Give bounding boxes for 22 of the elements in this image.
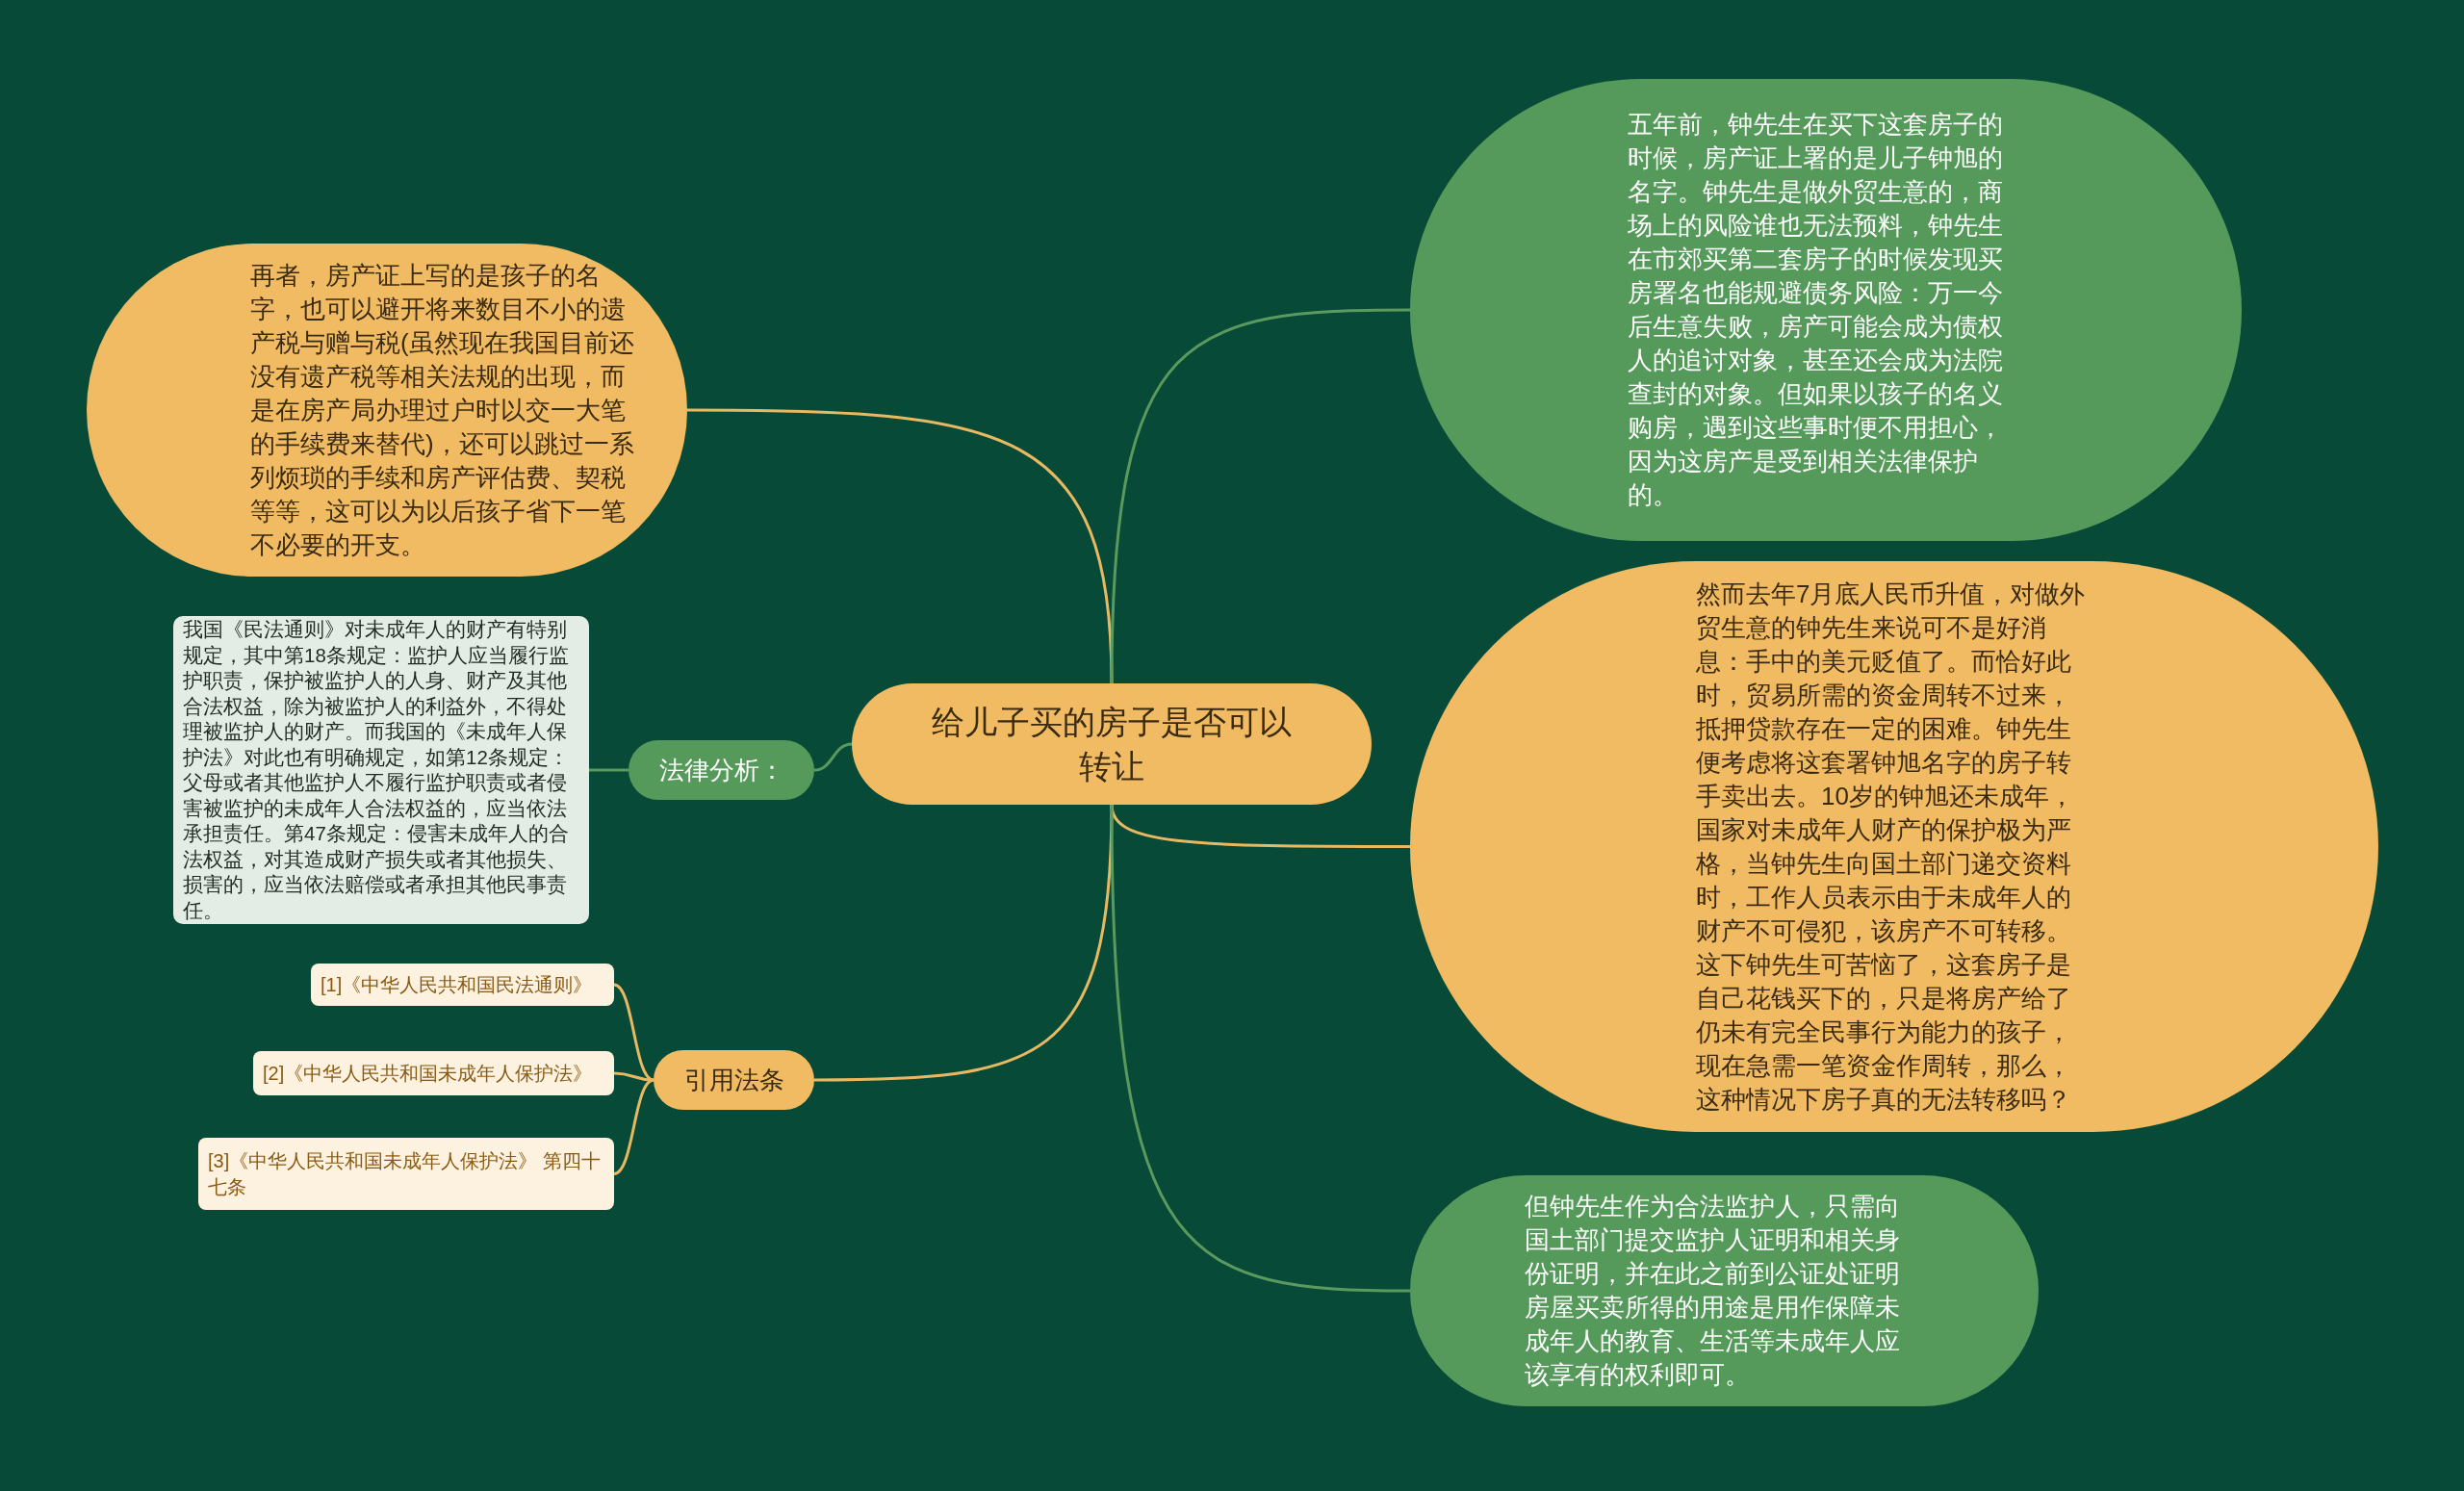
node-text: 引用法条 xyxy=(683,1065,784,1096)
node-text: [3]《中华人民共和国未成年人保护法》 第四十七条 xyxy=(208,1148,602,1199)
connector xyxy=(589,768,629,772)
reference-card xyxy=(311,964,614,1006)
node-text: 再者，房产证上写的是孩子的名字，也可以避开将来数目不小的遗产税与赠与税(虽然现在我国目前还没有遗产税等相关法规的出现，而是在房产局办理过户时以交一大笔的手续费来替代)，还可以跳过一系列烦琐的手续和房产评估费、契税等等，这可以为以后孩子省下一笔不必要的开支。 xyxy=(250,259,635,561)
node-text: 然而去年7月底人民币升值，对做外贸生意的钟先生来说可不是好消息：手中的美元贬值了。而恰好此时，贸易所需的资金周转不过来，抵押贷款存在一定的困难。钟先生便考虑将这套署钟旭名字的房子转手卖出去。10岁的钟旭还未成年，国家对未成年人财产的保护极为严格，当钟先生向国土部门递交资料时，工作人员表示由于未成年人的财产不可侵犯，该房产不可转移。这下钟先生可苦恼了，这套房子是自己花钱买下的，只是将房产给了仍未有完全民事行为能力的孩子，现在急需一笔资金作周转，那么，这种情况下房子真的无法转移吗？ xyxy=(1696,578,2087,1116)
node-text: [2]《中华人民共和国未成年人保护法》 xyxy=(263,1061,593,1086)
connector xyxy=(813,742,853,772)
connector xyxy=(814,804,1114,1082)
node-text: [1]《中华人民共和国民法通则》 xyxy=(321,972,593,997)
connector xyxy=(687,408,1114,684)
connector xyxy=(613,1078,654,1175)
connector xyxy=(1110,804,1411,1293)
node-text: 但钟先生作为合法监护人，只需向国土部门提交监护人证明和相关身份证明，并在此之前到公证处证明房屋买卖所得的用途是用作保障未成年人的教育、生活等未成年人应该享有的权利即可。 xyxy=(1525,1191,1901,1391)
node-text: 法律分析： xyxy=(658,755,784,786)
node-text: 给儿子买的房子是否可以转让 xyxy=(931,703,1293,786)
connector xyxy=(613,1071,654,1082)
reference-card xyxy=(253,1051,614,1095)
connector xyxy=(1110,308,1410,684)
reference-card xyxy=(198,1138,614,1210)
node-text: 五年前，钟先生在买下这套房子的时候，房产证上署的是儿子钟旭的名字。钟先生是做外贸生意的，商场上的风险谁也无法预料，钟先生在市郊买第二套房子的时候发现买房署名也能规避债务风险：万一今后生意失败，房产可能会成为债权人的追讨对象，甚至还会成为法院查封的对象。但如果以孩子的名义购房，遇到这些事时便不用担心，因为这房产是受到相关法律保护的。 xyxy=(1628,109,2004,511)
node-text: 我国《民法通则》对未成年人的财产有特别规定，其中第18条规定：监护人应当履行监护职责，保护被监护人的人身、财产及其他合法权益，除为被监护人的利益外，不得处理被监护人的财产。而我国的《未成年人保护法》对此也有明确规定，如第12条规定：父母或者其他监护人不履行监护职责或者侵害被监护的未成年人合法权益的，应当依法承担责任。第47条规定：侵害未成年人的合法权益，对其造成财产损失或者其他损失、损害的，应当依法赔偿或者承担其他民事责任。 xyxy=(183,617,570,923)
